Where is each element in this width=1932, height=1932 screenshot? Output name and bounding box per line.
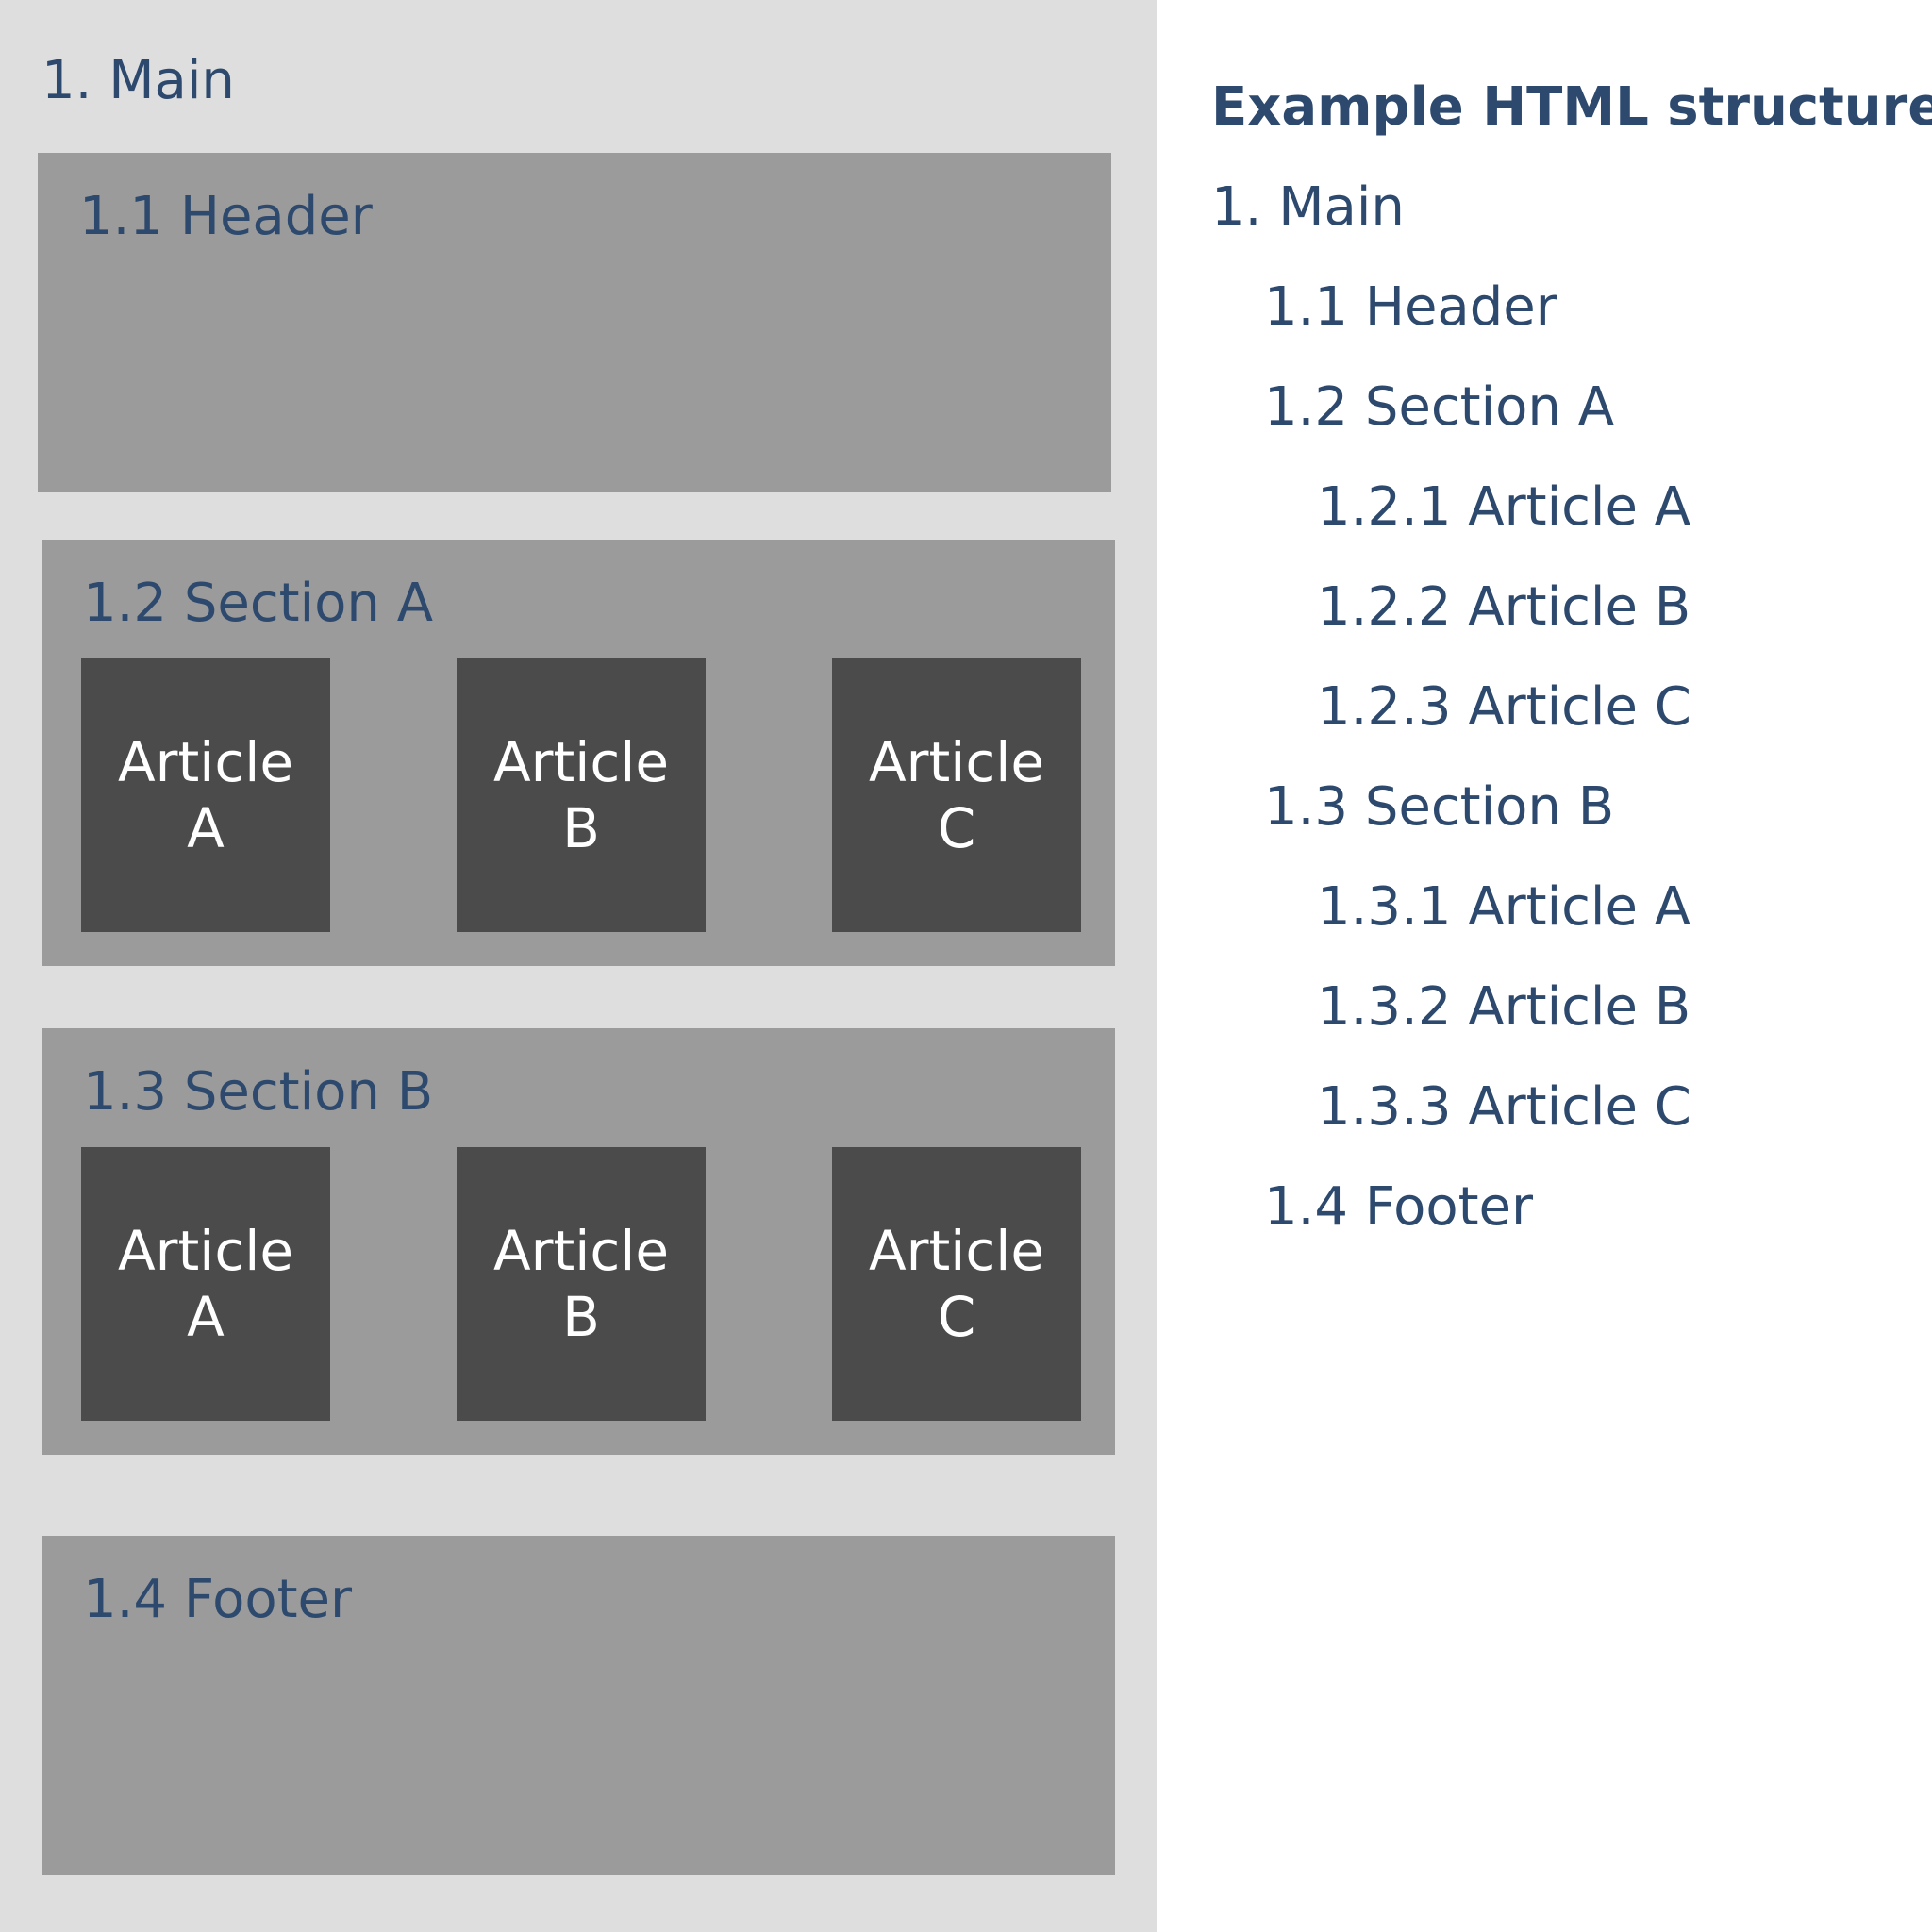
article-label: Article B — [492, 1219, 670, 1349]
section-a-article-c: Article C — [832, 658, 1081, 932]
article-label: Article B — [492, 730, 670, 860]
html-structure-outline: Example HTML structure: 1. Main 1.1 Head… — [1211, 0, 1932, 1932]
outline-item-section-b: 1.3 Section B — [1264, 776, 1615, 838]
section-a-article-b: Article B — [457, 658, 706, 932]
outline-item-header: 1.1 Header — [1264, 276, 1557, 338]
footer-label: 1.4 Footer — [83, 1569, 353, 1630]
header-label: 1.1 Header — [79, 186, 373, 247]
footer-block: 1.4 Footer — [42, 1536, 1115, 1875]
section-b-block: 1.3 Section B Article A Article B Articl… — [42, 1028, 1115, 1455]
header-block: 1.1 Header — [38, 153, 1111, 492]
article-label: Article A — [117, 730, 294, 860]
article-label: Article A — [117, 1219, 294, 1349]
outline-item-main: 1. Main — [1211, 176, 1405, 238]
outline-item-section-a-article-a: 1.2.1 Article A — [1317, 476, 1691, 538]
section-a-article-a: Article A — [81, 658, 330, 932]
outline-list: 1. Main 1.1 Header 1.2 Section A 1.2.1 A… — [1211, 177, 1691, 1277]
article-label: Article C — [868, 1219, 1045, 1349]
layout-diagram: 1. Main 1.1 Header 1.2 Section A Article… — [0, 0, 1157, 1932]
outline-title: Example HTML structure: — [1211, 76, 1932, 138]
outline-item-section-b-article-c: 1.3.3 Article C — [1317, 1076, 1691, 1138]
section-a-label: 1.2 Section A — [83, 573, 434, 634]
section-b-article-c: Article C — [832, 1147, 1081, 1421]
outline-item-section-b-article-b: 1.3.2 Article B — [1317, 976, 1691, 1038]
section-b-article-a: Article A — [81, 1147, 330, 1421]
section-b-article-b: Article B — [457, 1147, 706, 1421]
main-label: 1. Main — [42, 50, 235, 111]
outline-item-section-a-article-c: 1.2.3 Article C — [1317, 676, 1691, 738]
outline-item-section-b-article-a: 1.3.1 Article A — [1317, 876, 1691, 938]
outline-item-footer: 1.4 Footer — [1264, 1176, 1534, 1238]
outline-item-section-a-article-b: 1.2.2 Article B — [1317, 576, 1691, 638]
section-a-block: 1.2 Section A Article A Article B Articl… — [42, 540, 1115, 966]
article-label: Article C — [868, 730, 1045, 860]
section-b-label: 1.3 Section B — [83, 1061, 434, 1123]
outline-item-section-a: 1.2 Section A — [1264, 376, 1615, 438]
